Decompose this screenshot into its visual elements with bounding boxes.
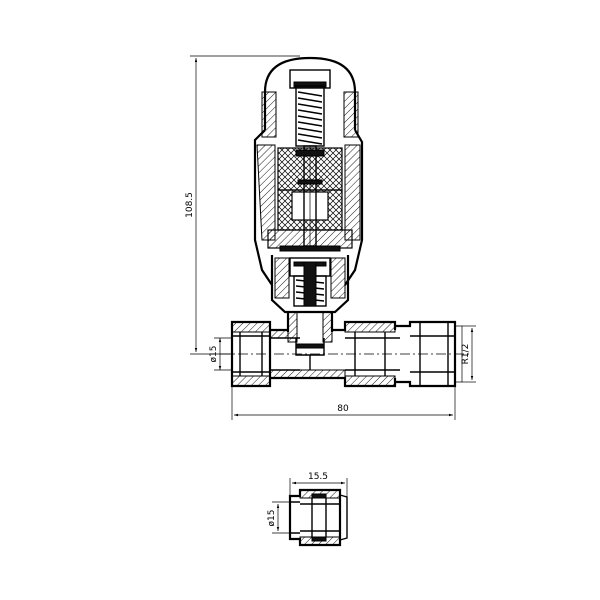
thread-label: R1/2: [461, 344, 471, 365]
adapter-diameter-label: ø15: [267, 510, 277, 527]
pipe-diameter-label: ø15: [209, 346, 219, 363]
length-label: 80: [337, 404, 349, 414]
dimension-height: 108.5: [185, 55, 300, 355]
adapter-detail: [288, 488, 348, 547]
thermostatic-head: [253, 56, 364, 286]
height-label: 108.5: [185, 192, 195, 218]
dimension-adapter-length: 15.5: [289, 472, 348, 497]
adapter-length-label: 15.5: [308, 472, 328, 482]
spring: [295, 85, 325, 147]
dimension-thread: R1/2: [461, 325, 476, 383]
valve-body: [220, 311, 470, 388]
dimension-adapter-diameter: ø15: [267, 501, 290, 534]
valve-insert: [270, 255, 350, 314]
dimension-length: 80: [231, 386, 456, 420]
dimension-pipe-diameter: ø15: [209, 337, 232, 371]
